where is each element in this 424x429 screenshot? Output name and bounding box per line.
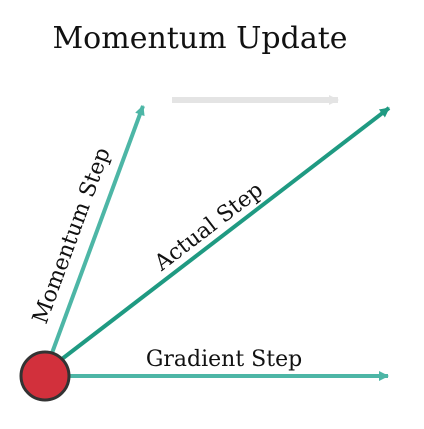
momentum-step-arrow (43, 105, 145, 373)
origin-point (19, 350, 71, 402)
actual-step-label: Actual Step (149, 178, 268, 277)
diagram-title: Momentum Update (52, 21, 347, 56)
actual-step-arrow (43, 106, 391, 374)
gradient-step-label: Gradient Step (146, 347, 302, 372)
